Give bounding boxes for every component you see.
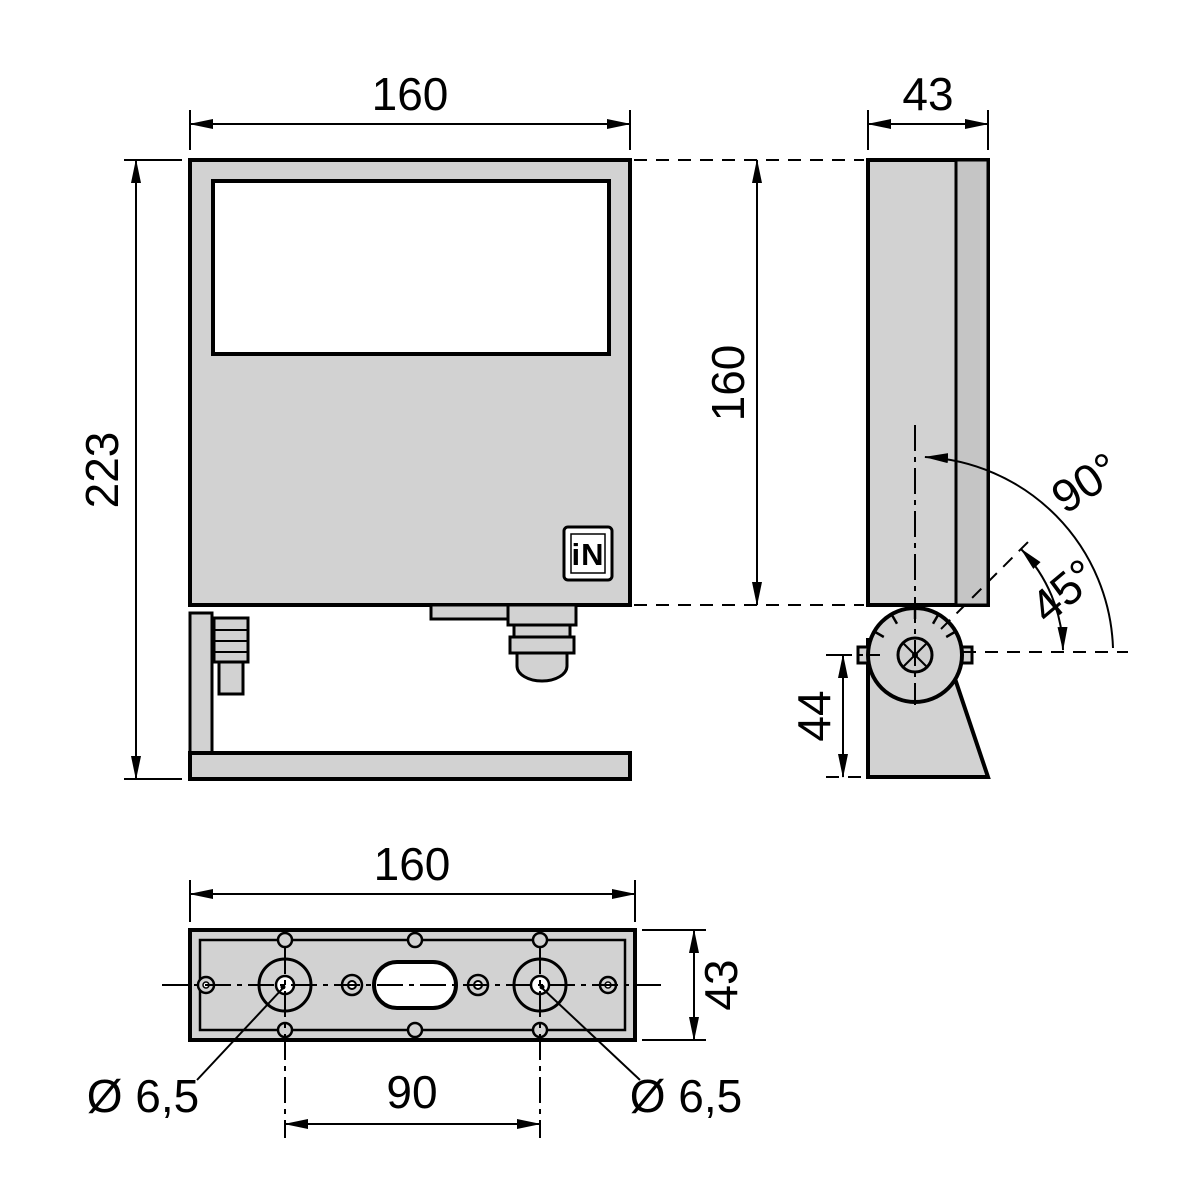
side-depth-label: 43 (902, 68, 953, 120)
left-hole-diameter-label: Ø 6,5 (87, 1070, 200, 1122)
gland-neck (512, 623, 572, 639)
swivel-90-arc (924, 453, 1114, 649)
lens-window (211, 179, 611, 356)
swivel-angle-label: 90° (1042, 442, 1129, 523)
bottom-depth-label: 43 (695, 959, 747, 1010)
hole-spacing-label: 90 (386, 1066, 437, 1118)
mounting-foot-front (188, 751, 632, 781)
brand-logo-frame (562, 525, 614, 582)
brand-logo: iN (562, 525, 614, 582)
hole-diameter-left-callout: Ø 6,5 (87, 984, 286, 1122)
front-view: iN (188, 158, 632, 781)
front-width-dimension: 160 (189, 68, 631, 150)
housing-back-fin (954, 158, 990, 607)
gland-top-nut (506, 603, 578, 627)
brand-logo-text: iN (572, 537, 605, 572)
bracket-offset-label: 44 (788, 690, 840, 741)
brand-logo-inner-frame (570, 533, 606, 574)
connector-plate (429, 603, 511, 621)
tilt-angle-label: 45° (1020, 548, 1107, 633)
bottom-width-label: 160 (374, 838, 451, 890)
front-mounting-bracket (188, 611, 632, 781)
side-bracket-dimension: 44 (788, 654, 880, 778)
side-height-dimension: 160 (702, 159, 762, 606)
side-view (634, 158, 991, 779)
bottom-depth-dimension: 43 (642, 929, 747, 1041)
gland-dome (515, 651, 569, 683)
bottom-view (162, 928, 663, 1138)
side-height-label: 160 (702, 345, 754, 422)
bottom-width-dimension: 160 (189, 838, 636, 922)
hole-spacing-dimension: 90 (284, 1066, 541, 1129)
tilt-45-arc (1020, 548, 1068, 651)
front-height-dimension: 223 (76, 159, 182, 780)
gland-lower-nut (508, 635, 576, 655)
leader-line (196, 987, 284, 1081)
pivot-stem-front (217, 660, 245, 696)
front-height-label: 223 (76, 432, 128, 509)
front-cable-gland (429, 603, 578, 683)
front-width-label: 160 (372, 68, 449, 120)
side-depth-dimension: 43 (867, 68, 989, 150)
leader-line (541, 987, 641, 1081)
bracket-upright (188, 611, 214, 757)
hole-diameter-right-callout: Ø 6,5 (539, 984, 743, 1122)
right-hole-diameter-label: Ø 6,5 (630, 1070, 743, 1122)
